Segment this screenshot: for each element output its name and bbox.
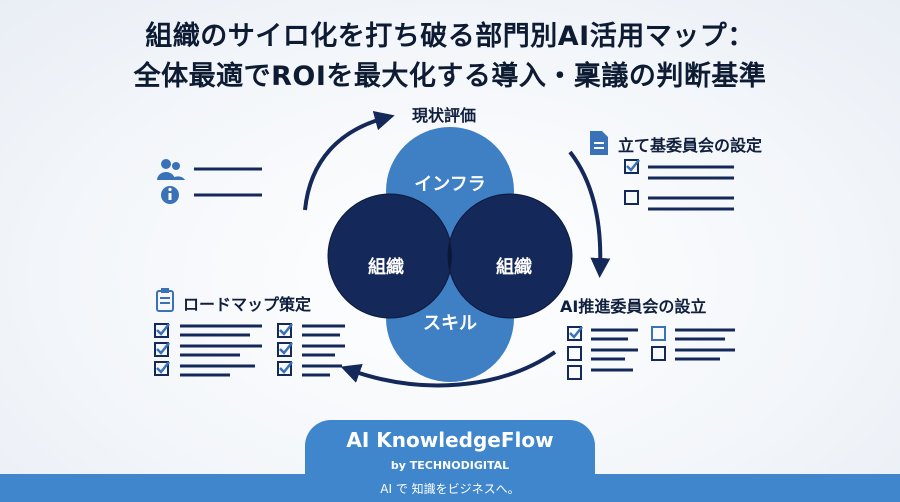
footer-band xyxy=(0,474,900,502)
checkbox-checked-icon xyxy=(154,323,293,376)
clipboard-icon xyxy=(156,288,174,312)
checkbox-empty-icon xyxy=(624,190,639,205)
venn-label-skill: スキル xyxy=(423,313,477,334)
brand-tagline: AI で 知識をビジネスへ。 xyxy=(380,482,520,496)
venn-label-organization-left: 組織 xyxy=(368,257,404,278)
info-icon xyxy=(161,186,179,204)
cycle-arrow-icon xyxy=(340,350,557,388)
step-current-assessment: 現状評価 xyxy=(412,106,477,125)
venn-label-infrastructure: インフラ xyxy=(414,174,486,195)
document-icon xyxy=(590,131,608,155)
cycle-arrow-icon xyxy=(568,150,611,278)
page-title-line-1: 組織のサイロ化を打ち破る部門別AI活用マップ： xyxy=(145,21,755,52)
brand-name: AI KnowledgeFlow xyxy=(346,428,554,452)
cycle-arrow-icon xyxy=(303,110,395,211)
checkbox-checked-icon xyxy=(567,326,583,341)
footer-tab xyxy=(305,420,595,480)
checkbox-empty-icon xyxy=(567,326,666,380)
brand-byline: by TECHNODIGITAL xyxy=(390,459,510,472)
users-icon xyxy=(157,159,185,180)
step-committee-setting: 立て基委員会の設定 xyxy=(618,136,763,155)
page-title-line-2: 全体最適でROIを最大化する導入・稟議の判断基準 xyxy=(133,61,767,92)
checkbox-checked-icon xyxy=(624,159,640,174)
venn-label-organization-right: 組織 xyxy=(496,257,532,278)
step-roadmap-planning: ロードマップ策定 xyxy=(183,295,312,314)
step-ai-committee-establishment: AI推進委員会の設立 xyxy=(560,297,707,316)
